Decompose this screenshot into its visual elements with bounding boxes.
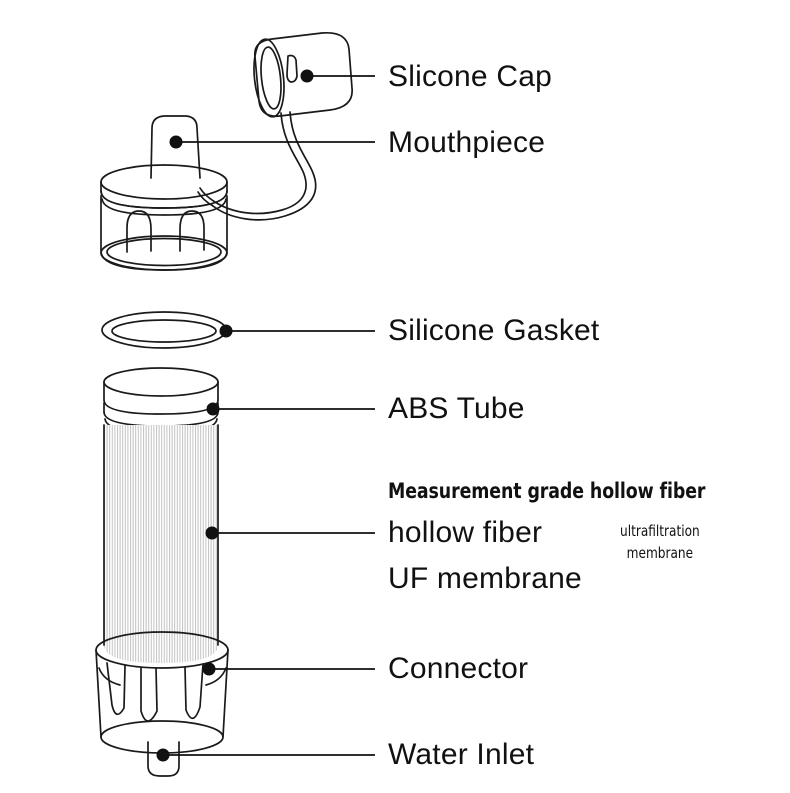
silicone-cap-part	[253, 31, 353, 118]
callout-leader-abs-tube	[206, 402, 375, 416]
water-inlet-part	[147, 741, 180, 777]
callout-leader-silicone-gasket	[219, 324, 375, 338]
silicone-gasket-part	[101, 311, 227, 349]
callout-label-water-inlet: Water Inlet	[388, 738, 535, 771]
abs-tube-part	[103, 367, 219, 434]
overlay-note-ultrafiltration-membrane: ultrafiltration membrane	[620, 522, 700, 562]
callout-label-silicone-gasket: Silicone Gasket	[388, 314, 600, 347]
overlay-headline-measurement-grade: Measurement grade hollow fiber	[388, 479, 706, 503]
tether-strap	[197, 111, 317, 221]
callout-label-connector: Connector	[388, 652, 529, 685]
callout-label-abs-tube: ABS Tube	[388, 392, 525, 425]
hollow-fiber-body	[103, 424, 219, 663]
callout-leader-hollow-fiber	[205, 526, 375, 540]
callout-leader-silicone-cap	[300, 69, 375, 83]
callout-label-hollow-fiber: hollow fiber	[388, 516, 543, 549]
callout-leader-connector	[202, 662, 375, 676]
mouthpiece-part	[100, 115, 228, 271]
callout-leader-mouthpiece	[169, 135, 375, 149]
callout-leader-water-inlet	[156, 748, 375, 762]
callout-leaders	[156, 69, 375, 762]
callout-label-mouthpiece: Mouthpiece	[388, 126, 546, 159]
overlay-label-uf-membrane: UF membrane	[388, 562, 582, 595]
callout-label-silicone-cap: Slicone Cap	[388, 60, 552, 93]
